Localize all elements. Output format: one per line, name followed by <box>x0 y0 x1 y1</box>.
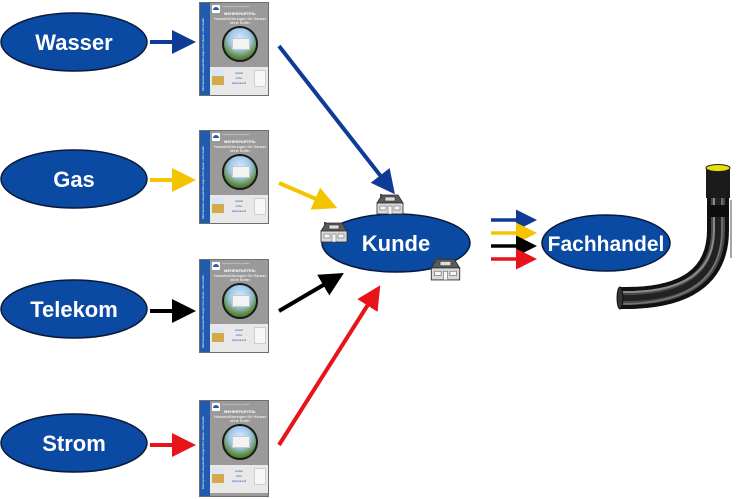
target-node-fachhandel: Fachhandel <box>541 214 671 272</box>
arrow-telekom-to-kunde <box>277 272 344 313</box>
source-node-gas: Gas <box>0 149 148 209</box>
source-label-gas: Gas <box>53 167 95 192</box>
thumbnail-icon <box>212 198 224 213</box>
brochure-title: MEHRSPARTEN-Hauseinführungen für Häuser … <box>213 139 267 153</box>
thumbnail-icon <box>212 468 224 483</box>
arrow-strom-to-kunde <box>277 285 381 447</box>
source-label-strom: Strom <box>42 431 106 456</box>
house-photo-icon <box>222 26 258 62</box>
logo-icon <box>212 403 220 411</box>
house-icon <box>430 258 461 281</box>
pipe-bend-icon <box>616 164 732 310</box>
thumbnail-icon <box>254 198 266 215</box>
house-photo-icon <box>222 154 258 190</box>
thumbnail-icon <box>254 327 266 344</box>
brochure-strom: Mehrsparten-Hauseinführungen für Häuser … <box>199 400 269 497</box>
house-photo-icon <box>222 283 258 319</box>
thumbnail-icon <box>254 468 266 485</box>
logo-icon <box>212 5 220 13</box>
brochure-wasser: Mehrsparten-Hauseinführungen für Häuser … <box>199 2 269 96</box>
hub-label-kunde: Kunde <box>362 231 430 256</box>
house-icon <box>376 194 404 215</box>
source-node-strom: Strom <box>0 413 148 473</box>
source-label-telekom: Telekom <box>30 297 118 322</box>
brochure-authors: Dipl.-Ing. Autor, Dipl.-Ing. Autor <box>222 6 250 8</box>
logo-icon <box>212 133 220 141</box>
brochure-title: MEHRSPARTEN-Hauseinführungen für Häuser … <box>213 11 267 25</box>
house-icon <box>320 222 348 243</box>
source-node-telekom: Telekom <box>0 279 148 339</box>
thumbnail-icon <box>254 70 266 87</box>
arrow-gas-to-kunde <box>278 181 338 210</box>
house-photo-icon <box>222 424 258 460</box>
brochure-title: MEHRSPARTEN-Hauseinführungen für Häuser … <box>213 268 267 282</box>
brochure-title: MEHRSPARTEN-Hauseinführungen für Häuser … <box>213 409 267 423</box>
source-label-wasser: Wasser <box>35 30 113 55</box>
arrow-wasser-to-kunde <box>277 44 395 195</box>
brochure-telekom: Mehrsparten-Hauseinführungen für Häuser … <box>199 259 269 353</box>
hub-node-kunde: Kunde <box>321 213 471 273</box>
brochure-gas: Mehrsparten-Hauseinführungen für Häuser … <box>199 130 269 224</box>
brochure-spine-text: Mehrsparten-Hauseinführungen für Häuser … <box>201 17 205 91</box>
logo-icon <box>212 262 220 270</box>
source-node-wasser: Wasser <box>0 12 148 72</box>
target-label-fachhandel: Fachhandel <box>548 233 665 256</box>
thumbnail-icon <box>212 327 224 342</box>
thumbnail-icon <box>212 70 224 85</box>
